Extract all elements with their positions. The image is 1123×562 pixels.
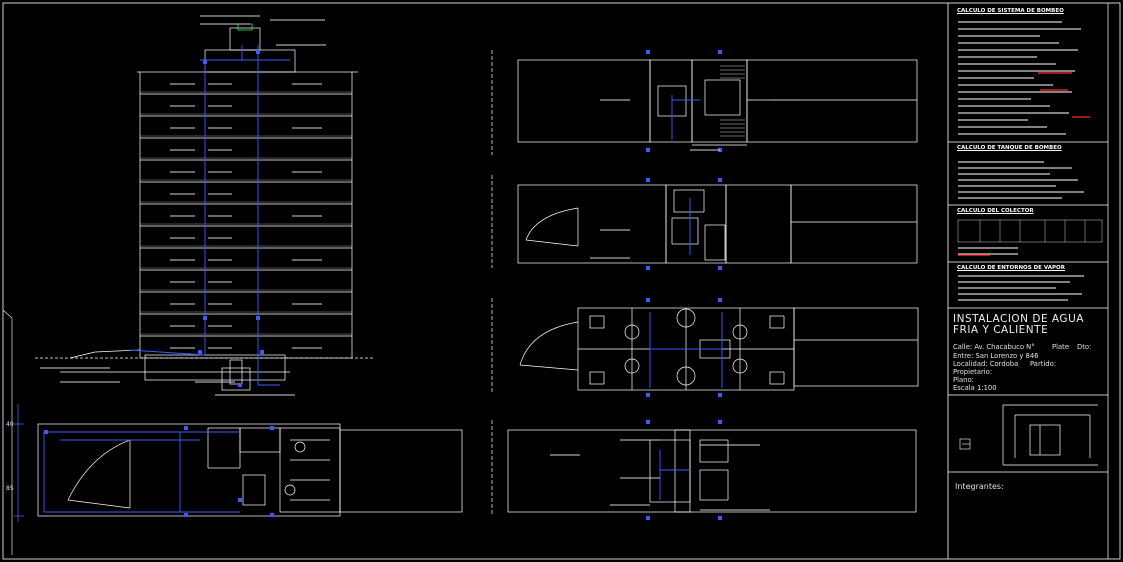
building-section bbox=[35, 23, 375, 391]
pipe-marker bbox=[646, 420, 650, 424]
roof-plan bbox=[491, 50, 918, 155]
between-label: Entre: San Lorenzo y 846 bbox=[953, 352, 1039, 360]
pipe-marker bbox=[260, 350, 264, 354]
pipe-marker bbox=[270, 513, 274, 517]
street-label: Calle: Av. Chacabuco N° bbox=[953, 343, 1035, 351]
plate-label: Plate bbox=[1052, 343, 1069, 351]
pipe-marker bbox=[646, 298, 650, 302]
pipe-marker bbox=[203, 60, 207, 64]
pipe-marker bbox=[718, 178, 722, 182]
pipe-marker bbox=[238, 498, 242, 502]
plan-label: Plano: bbox=[953, 376, 974, 384]
section-heading-tanque: CALCULO DE TANQUE DE BOMBEO bbox=[957, 145, 1062, 151]
colector-table bbox=[957, 219, 1103, 243]
pipe-marker bbox=[646, 516, 650, 520]
dto-label: Dto: bbox=[1077, 343, 1092, 351]
district-label: Partido: bbox=[1030, 360, 1057, 368]
dim-text-40: 40 bbox=[6, 421, 14, 428]
pipe-marker bbox=[270, 426, 274, 430]
entrance-floor-plan bbox=[491, 175, 918, 268]
basement-plan bbox=[491, 420, 917, 515]
pipe-marker bbox=[646, 393, 650, 397]
pipe-marker bbox=[184, 426, 188, 430]
project-title: INSTALACION DE AGUA FRIA Y CALIENTE bbox=[953, 313, 1084, 336]
members-label: Integrantes: bbox=[955, 482, 1004, 491]
section-heading-vapor: CALCULO DE ENTORNOS DE VAPOR bbox=[957, 265, 1065, 271]
pipe-marker bbox=[184, 513, 188, 517]
section-heading-bombeo: CALCULO DE SISTEMA DE BOMBEO bbox=[957, 8, 1064, 14]
owner-label: Propietario: bbox=[953, 368, 993, 376]
ground-floor-plan bbox=[14, 404, 463, 522]
pipe-marker bbox=[718, 420, 722, 424]
dim-text-85: 85 bbox=[6, 485, 14, 492]
section-heading-colector: CALCULO DEL COLECTOR bbox=[957, 208, 1034, 214]
typical-floor-plan bbox=[491, 298, 919, 392]
pipe-marker bbox=[44, 430, 48, 434]
title-block-grid bbox=[948, 3, 1109, 559]
red-annotations bbox=[958, 72, 1090, 256]
pipe-marker bbox=[646, 266, 650, 270]
pipe-marker bbox=[198, 350, 202, 354]
ground-floor-pipes bbox=[43, 431, 240, 513]
pipe-marker bbox=[646, 50, 650, 54]
pipe-marker bbox=[718, 516, 722, 520]
locality-label: Localidad: Cordoba bbox=[953, 360, 1019, 368]
key-plan bbox=[1002, 404, 1098, 466]
water-riser bbox=[129, 45, 290, 386]
pipe-marker bbox=[718, 298, 722, 302]
north-arrow-icon bbox=[959, 438, 971, 450]
scale-label: Escala 1:100 bbox=[953, 384, 997, 392]
pipe-marker bbox=[646, 148, 650, 152]
pipe-marker bbox=[718, 50, 722, 54]
pipe-marker bbox=[718, 393, 722, 397]
roof-stair-hatch bbox=[720, 65, 745, 137]
pipe-marker bbox=[203, 316, 207, 320]
pipe-marker bbox=[256, 50, 260, 54]
pipe-marker bbox=[646, 178, 650, 182]
pipe-marker bbox=[718, 266, 722, 270]
pipe-marker bbox=[238, 383, 242, 387]
pipe-marker bbox=[256, 316, 260, 320]
